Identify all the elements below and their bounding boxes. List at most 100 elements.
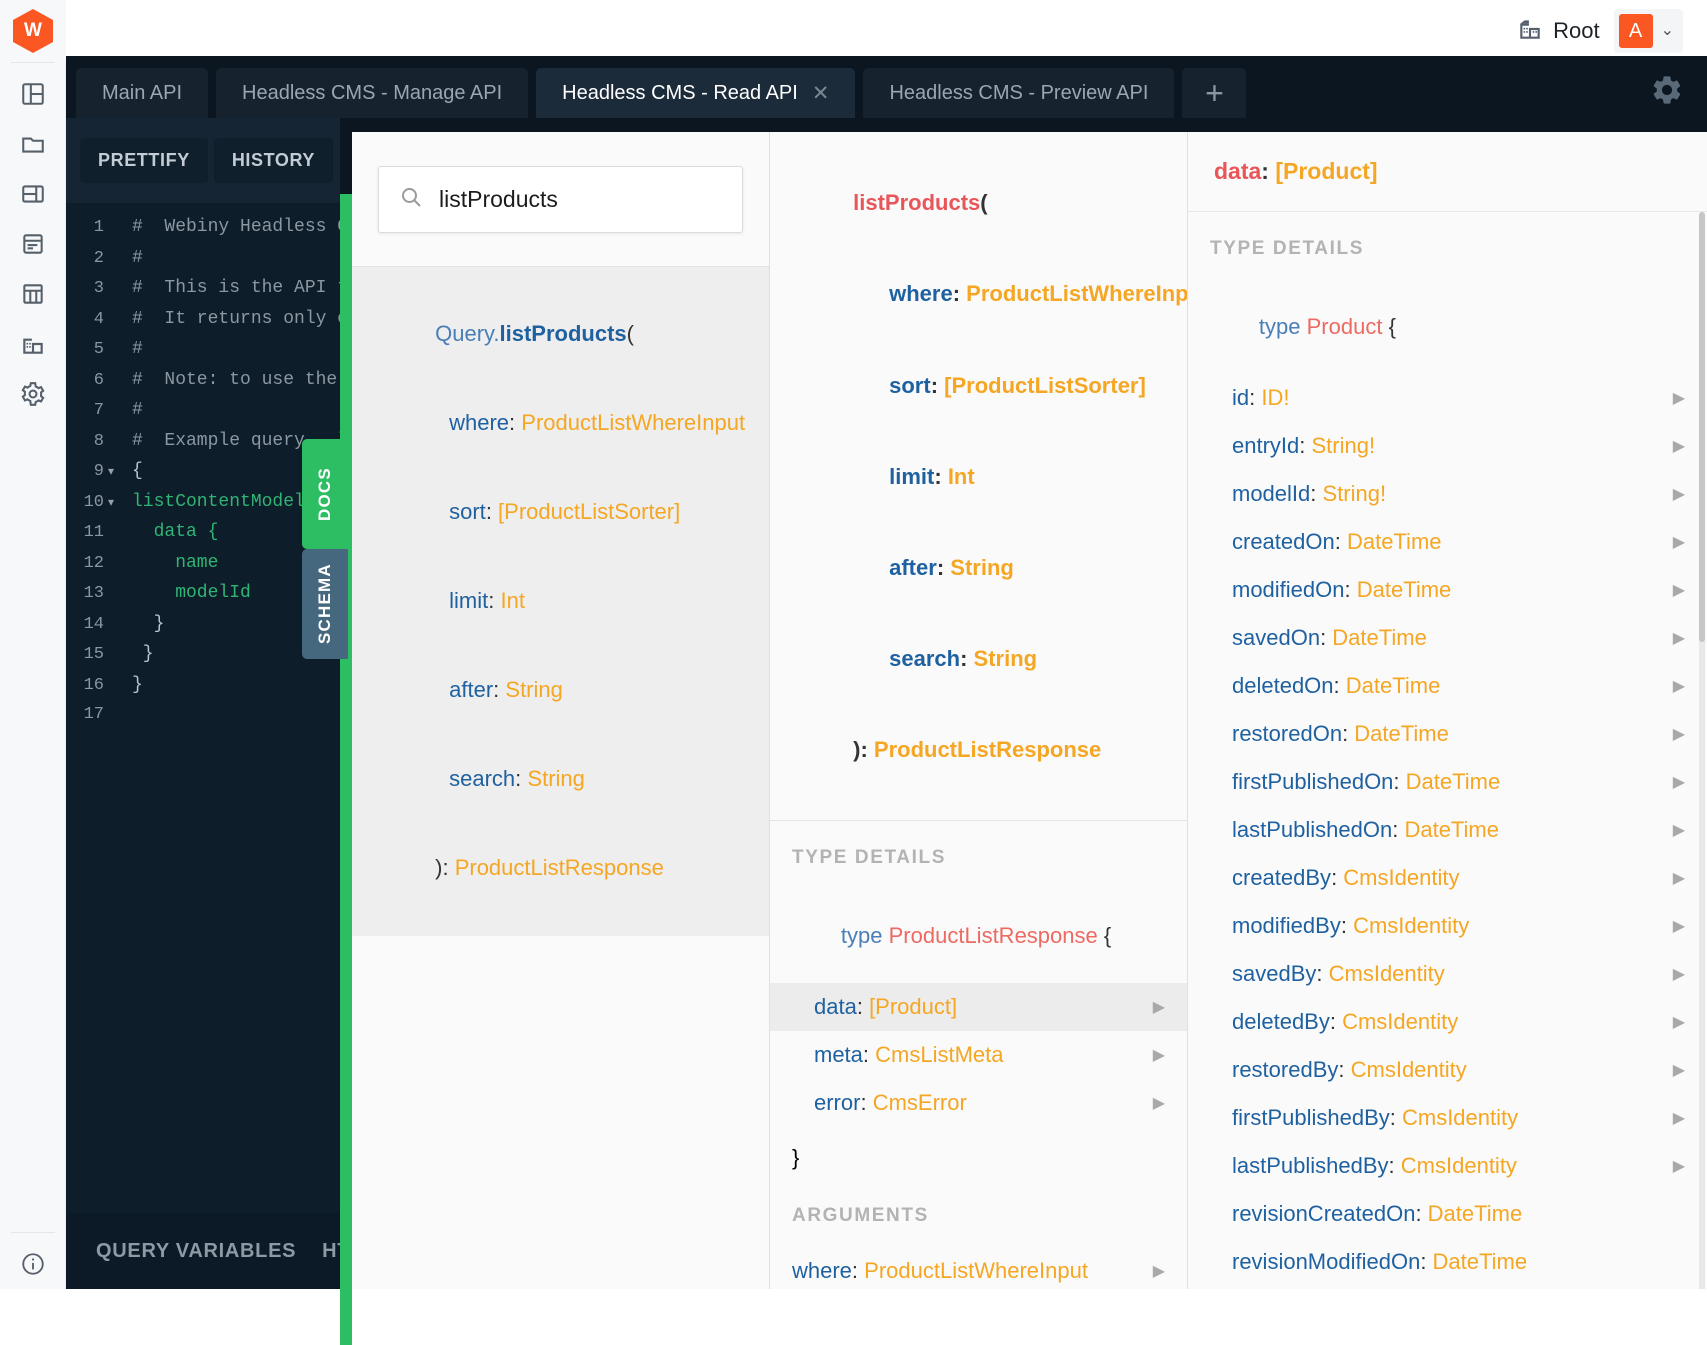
field-row[interactable]: id: ID!▶ [1232,385,1685,410]
chevron-right-icon[interactable]: ▶ [1672,1014,1685,1031]
search-result-item[interactable]: Query.listProducts( where: ProductListWh… [352,266,769,937]
code-text: # [132,247,143,268]
chevron-right-icon[interactable]: ▶ [1152,1094,1165,1112]
code-text: modelId [132,583,251,603]
fold-toggle-icon[interactable]: ▾ [108,495,115,510]
sidebar-item-settings[interactable] [0,369,66,419]
field-row[interactable]: firstPublishedOn: DateTime▶ [1232,769,1685,794]
field-row[interactable]: modifiedBy: CmsIdentity▶ [1232,913,1685,938]
field-row[interactable]: revisionCreatedOn: DateTime [1232,1201,1523,1226]
code-text: listContentModels [132,491,316,512]
field-signature: listProducts( where: ProductListWhereInp… [770,132,1187,820]
rail-bottom [0,1232,65,1289]
field-name: error [814,1089,861,1115]
chevron-right-icon[interactable]: ▶ [1672,822,1685,839]
chevron-right-icon[interactable]: ▶ [1672,534,1685,551]
field-row[interactable]: modifiedOn: DateTime▶ [1232,577,1685,602]
field-row[interactable]: savedOn: DateTime▶ [1232,625,1685,650]
chevron-right-icon[interactable]: ▶ [1672,918,1685,935]
scrollbar-thumb[interactable] [1699,212,1705,642]
field-row[interactable]: createdBy: CmsIdentity▶ [1232,865,1685,890]
sidebar-item-file-manager[interactable] [0,119,66,169]
sidebar-item-form-builder[interactable] [0,219,66,269]
field-row[interactable]: savedBy: CmsIdentity▶ [1232,961,1685,986]
chevron-right-icon[interactable]: ▶ [1672,726,1685,743]
field-row[interactable]: entryId: String!▶ [1232,433,1685,458]
chevron-right-icon[interactable]: ▶ [1672,966,1685,983]
tab-query-variables[interactable]: QUERY VARIABLES [96,1239,297,1262]
arg-name: where [449,409,510,435]
sidebar-item-page-builder[interactable] [0,169,66,219]
field-name: entryId [1232,433,1300,458]
field-type: CmsIdentity [1342,1009,1459,1034]
chevron-right-icon[interactable]: ▶ [1672,774,1685,791]
chevron-right-icon[interactable]: ▶ [1672,390,1685,407]
account-menu[interactable]: A ⌄ [1613,9,1683,53]
schema-side-tab[interactable]: SCHEMA [302,549,348,659]
line-number: 13 [83,584,104,603]
history-button[interactable]: HISTORY [213,138,334,183]
tenant-selector[interactable]: Root [1517,16,1600,47]
type-field-row[interactable]: data: [Product] ▶ [770,982,1187,1031]
field-row[interactable]: restoredBy: CmsIdentity▶ [1232,1057,1685,1082]
field-row[interactable]: revisionModifiedOn: DateTime [1232,1249,1528,1274]
line-number: 7 [93,401,104,420]
chevron-right-icon[interactable]: ▶ [1672,1110,1685,1127]
docs-side-tab[interactable]: DOCS [302,439,348,549]
result-arg-row: sort: [ProductListSorter] [449,498,681,524]
add-tab-button[interactable]: + [1182,68,1247,118]
result-prefix: Query. [435,320,500,346]
scrollbar-track[interactable] [1699,212,1705,1289]
sidebar-item-dashboard[interactable] [0,69,66,119]
field-type: CmsIdentity [1401,1105,1519,1130]
type-field-row[interactable]: meta: CmsListMeta ▶ [814,1041,1165,1067]
field-row[interactable]: deletedBy: CmsIdentity▶ [1232,1009,1685,1034]
open-brace: { [1103,922,1112,948]
close-icon[interactable]: ✕ [811,81,830,105]
tab-headless-cms-manage-api[interactable]: Headless CMS - Manage API [216,68,529,118]
prettify-button[interactable]: PRETTIFY [80,138,208,183]
tab-headless-cms-read-api[interactable]: Headless CMS - Read API ✕ [536,68,856,118]
arg-name: sort [449,498,486,524]
arguments-title: ARGUMENTS [792,1204,929,1226]
field-type: DateTime [1356,577,1452,602]
field-row[interactable]: restoredOn: DateTime▶ [1232,721,1685,746]
search-input[interactable]: listProducts [378,166,743,233]
field-row[interactable]: createdOn: DateTime▶ [1232,529,1685,554]
type-field-row[interactable]: error: CmsError ▶ [814,1089,1165,1115]
argument-row[interactable]: where: ProductListWhereInput ▶ [792,1257,1165,1283]
tab-main-api[interactable]: Main API [76,68,209,118]
chevron-right-icon[interactable]: ▶ [1152,1262,1165,1280]
fold-toggle-icon[interactable]: ▾ [108,465,115,479]
info-icon[interactable] [0,1239,66,1289]
chevron-right-icon[interactable]: ▶ [1672,486,1685,503]
field-type: DateTime [1405,769,1501,794]
chevron-right-icon[interactable]: ▶ [1672,630,1685,647]
field-row[interactable]: firstPublishedBy: CmsIdentity▶ [1232,1105,1685,1130]
line-number: 5 [93,340,104,359]
type-details-title: TYPE DETAILS [792,846,946,868]
chevron-right-icon[interactable]: ▶ [1672,678,1685,695]
tab-http-headers[interactable]: HTTP HEADERS [322,1239,340,1262]
field-type: DateTime [1345,673,1441,698]
api-tab-bar: Main API Headless CMS - Manage API Headl… [66,56,1707,118]
chevron-right-icon[interactable]: ▶ [1672,438,1685,455]
field-row[interactable]: deletedOn: DateTime▶ [1232,673,1685,698]
chevron-right-icon[interactable]: ▶ [1152,998,1165,1016]
field-row[interactable]: modelId: String!▶ [1232,481,1685,506]
arg-type: String [527,766,585,791]
chevron-right-icon[interactable]: ▶ [1672,870,1685,887]
chevron-right-icon[interactable]: ▶ [1672,582,1685,599]
app-logo[interactable]: W [0,0,66,62]
field-row[interactable]: lastPublishedOn: DateTime▶ [1232,817,1685,842]
chevron-right-icon[interactable]: ▶ [1672,1062,1685,1079]
tab-headless-cms-preview-api[interactable]: Headless CMS - Preview API [863,68,1175,118]
sidebar-item-headless-cms[interactable] [0,269,66,319]
sidebar-item-tenant[interactable] [0,319,66,369]
field-type: DateTime [1432,1249,1528,1274]
gear-icon[interactable] [1647,70,1687,110]
chevron-right-icon[interactable]: ▶ [1152,1046,1165,1064]
chevron-right-icon[interactable]: ▶ [1672,1158,1685,1175]
field-row[interactable]: lastPublishedBy: CmsIdentity▶ [1232,1153,1685,1178]
